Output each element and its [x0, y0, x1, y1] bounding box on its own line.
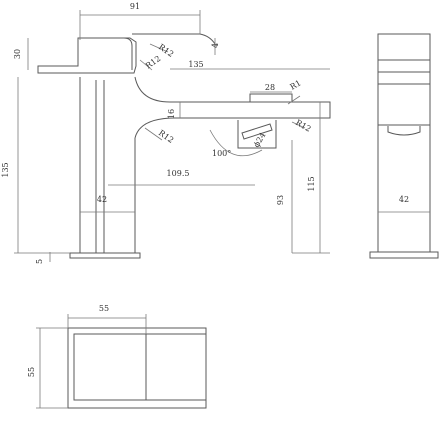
front-label-body-width: 42: [97, 195, 107, 204]
front-label-spout-length: 28: [265, 83, 275, 92]
front-label-spout-height: 115: [307, 176, 316, 191]
front-base-plate: [69, 252, 141, 259]
front-label-radius-top: R12: [157, 42, 175, 59]
side-body: [377, 33, 431, 253]
front-dim-leaders: [139, 43, 306, 141]
front-aerator-nozzle: [241, 123, 273, 140]
front-label-reach: 109.5: [167, 169, 190, 178]
front-label-diameter: ϕ24: [252, 131, 268, 149]
top-view: 55 55: [27, 304, 207, 409]
front-dim-width: [79, 10, 201, 40]
front-body-inner-lines: [95, 80, 105, 253]
front-spout-top: [249, 93, 293, 102]
front-label-thickness: 4: [211, 43, 220, 48]
top-dim-depth: [36, 327, 68, 409]
front-spout: [134, 76, 331, 139]
front-label-width: 91: [130, 2, 140, 11]
front-view: 91 30 4 R12 R12 135 135 28 R1 R12 16 R12…: [1, 2, 331, 264]
front-handle-top: [132, 33, 216, 48]
front-label-base: 5: [35, 259, 44, 264]
front-label-angle: 100°: [212, 149, 231, 158]
front-label-height: 30: [13, 49, 22, 59]
front-handle: [37, 37, 137, 74]
front-handle-inner: [78, 37, 133, 70]
front-label-radius-lower: R12: [157, 128, 175, 145]
top-dim-width: [67, 314, 147, 334]
front-label-overall-height: 135: [1, 162, 10, 177]
front-label-offset: 16: [167, 109, 176, 119]
front-label-length: 135: [188, 60, 203, 69]
front-dim-angle-arc: [209, 129, 263, 157]
front-dim-spout-height: [292, 102, 330, 254]
top-spout: [146, 333, 207, 401]
front-label-radius-mid: R12: [144, 54, 162, 71]
side-body-lines: [378, 59, 430, 126]
front-label-radius-small: R1: [289, 78, 303, 91]
top-label-depth: 55: [27, 367, 36, 377]
top-outline: [67, 327, 207, 409]
front-aerator: [237, 120, 277, 149]
side-label-width: 42: [399, 195, 409, 204]
top-label-width: 55: [99, 304, 109, 313]
front-dim-overall: [14, 77, 70, 254]
side-base-plate: [369, 251, 439, 259]
top-body: [73, 333, 147, 401]
side-view: 42: [369, 33, 439, 259]
front-label-radius-spout: R12: [294, 118, 313, 134]
front-label-under-height: 93: [276, 195, 285, 205]
front-body-outline: [79, 77, 136, 253]
side-aerator: [387, 126, 421, 136]
